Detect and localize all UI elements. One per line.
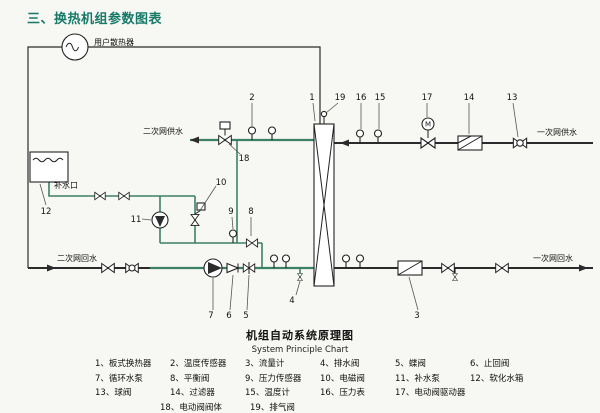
return-valve-2 — [125, 263, 139, 273]
primary-supply-label: 一次网供水 — [537, 127, 577, 137]
makeup-valve-2 — [118, 191, 130, 201]
primary-return-thermometer-symbol — [341, 254, 351, 269]
callout-air-vent: 19 — [335, 93, 346, 103]
motor-valve-symbol: M — [420, 117, 436, 149]
callout-filter: 14 — [464, 93, 475, 103]
makeup-pipe — [48, 182, 195, 197]
component-legend: 1、板式换热器 2、温度传感器 3、流量计 4、排水阀 5、蝶阀 6、止回阀 7、循环水泵… — [60, 357, 550, 413]
legend-row-1: 1、板式换热器 2、温度传感器 3、流量计 4、排水阀 5、蝶阀 6、止回阀 — [60, 357, 550, 369]
callout-circulating-pump: 7 — [208, 311, 213, 321]
thermometer-symbol — [373, 129, 383, 144]
callout-drain-valve: 4 — [289, 296, 294, 306]
filter-symbol — [457, 135, 483, 151]
legend-item: 7、循环水泵 — [95, 373, 143, 384]
callout-softened-tank: 12 — [41, 207, 52, 217]
plate-heat-exchanger-symbol — [313, 123, 335, 287]
callout-flow-meter: 3 — [414, 311, 419, 321]
pipe-labels: 用户散热器 二次网供水 补水口 二次网回水 一次网供水 一次网回水 — [54, 37, 577, 263]
legend-item: 3、流量计 — [245, 359, 285, 369]
callout-pressure-sensor: 9 — [228, 207, 233, 217]
pipe-network — [27, 46, 593, 280]
user-loop-left-pipe — [27, 46, 62, 268]
user-loop-top-pipe — [88, 46, 321, 124]
caption-title-zh: 机组自动系统原理图 — [246, 329, 354, 342]
softened-water-tank-symbol — [29, 151, 69, 183]
legend-item: 15、温度计 — [245, 388, 290, 398]
secondary-supply-label: 二次网供水 — [143, 126, 183, 136]
user-radiator-symbol — [61, 33, 89, 61]
secondary-return-label: 二次网回水 — [57, 253, 97, 263]
callout-makeup-pump: 11 — [131, 215, 142, 225]
makeup-valve-1 — [94, 191, 106, 201]
legend-item: 2、温度传感器 — [170, 359, 227, 369]
caption-title-en: System Principle Chart — [251, 345, 349, 355]
system-schematic-diagram: M — [27, 33, 593, 321]
ball-valve-symbol — [512, 137, 528, 149]
legend-item: 14、过滤器 — [170, 388, 215, 398]
return-thermometer-symbol — [269, 254, 279, 269]
return-valve-1 — [101, 263, 115, 273]
legend-item: 17、电动阀驱动器 — [395, 388, 466, 398]
legend-row-4: 18、电动阀阀体 19、排气阀 — [60, 401, 550, 413]
drain-valve-symbol — [297, 273, 303, 281]
secondary-supply-arrow — [190, 136, 199, 144]
callout-check-valve: 6 — [226, 311, 231, 321]
primary-return-gauge-symbol — [355, 254, 365, 269]
legend-row-3: 13、球阀 14、过滤器 15、温度计 16、压力表 17、电动阀驱动器 — [60, 386, 550, 398]
callout-numbers: 2 1 19 16 15 17 14 13 18 10 11 9 8 12 7 … — [41, 93, 518, 321]
supply-gauge-symbol — [267, 126, 277, 141]
air-vent-symbol — [320, 110, 328, 124]
legend-item: 19、排气阀 — [250, 402, 295, 413]
flow-arrows — [47, 136, 588, 272]
callout-valve-actuator: 17 — [422, 93, 433, 103]
legend-item: 10、电磁阀 — [320, 373, 365, 384]
legend-item: 4、排水阀 — [320, 359, 360, 369]
callout-heat-exchanger: 1 — [309, 93, 314, 103]
primary-supply-arrow — [340, 139, 349, 147]
legend-item: 9、压力传感器 — [245, 373, 302, 384]
flow-meter-symbol — [397, 260, 423, 276]
legend-item: 5、蝶阀 — [395, 359, 426, 369]
secondary-return-arrow — [47, 264, 56, 272]
balance-valve-symbol — [245, 238, 259, 248]
legend-item: 13、球阀 — [95, 388, 132, 398]
callout-balance-valve: 8 — [248, 207, 253, 217]
user-radiator-label: 用户散热器 — [94, 37, 134, 47]
legend-item: 12、软化水箱 — [470, 373, 524, 384]
legend-item: 8、平衡阀 — [170, 373, 210, 384]
legend-item: 18、电动阀阀体 — [160, 402, 222, 413]
pressure-sensor-symbol — [228, 229, 238, 244]
butterfly-valve-symbol — [242, 262, 256, 274]
callout-leaders — [39, 102, 519, 311]
primary-drain-valve-symbol — [452, 273, 458, 281]
circulating-pump-symbol — [203, 258, 223, 278]
callout-pressure-gauge: 16 — [356, 93, 367, 103]
check-valve-symbol — [226, 262, 240, 274]
pressure-gauge-symbol — [355, 129, 365, 144]
callout-electric-valve-body: 18 — [239, 154, 250, 164]
legend-item: 6、止回阀 — [470, 359, 510, 369]
actuator-m-label: M — [425, 121, 431, 129]
legend-item: 16、压力表 — [320, 388, 365, 398]
legend-item: 1、板式换热器 — [95, 359, 152, 369]
temp-sensor-symbol — [247, 126, 257, 141]
page-title: 三、换热机组参数图表 — [27, 12, 163, 27]
callout-solenoid-valve: 10 — [216, 178, 227, 188]
primary-return-arrow — [579, 264, 588, 272]
callout-ball-valve: 13 — [507, 93, 518, 103]
electric-valve-body-symbol — [218, 121, 232, 145]
return-gauge-symbol — [281, 254, 291, 269]
makeup-port-label: 补水口 — [54, 180, 78, 190]
primary-return-valve-1 — [441, 263, 455, 273]
legend-item: 11、补水泵 — [395, 373, 440, 384]
callout-butterfly-valve: 5 — [243, 311, 248, 321]
legend-row-2: 7、循环水泵 8、平衡阀 9、压力传感器 10、电磁阀 11、补水泵 12、软化水箱 — [60, 372, 550, 384]
diagram-caption: 机组自动系统原理图 System Principle Chart — [0, 327, 600, 355]
primary-return-valve-2 — [495, 263, 509, 273]
primary-return-label: 一次网回水 — [533, 253, 573, 263]
makeup-pump-symbol — [151, 211, 169, 229]
callout-thermometer: 15 — [375, 93, 386, 103]
callout-temp-sensor: 2 — [249, 93, 254, 103]
